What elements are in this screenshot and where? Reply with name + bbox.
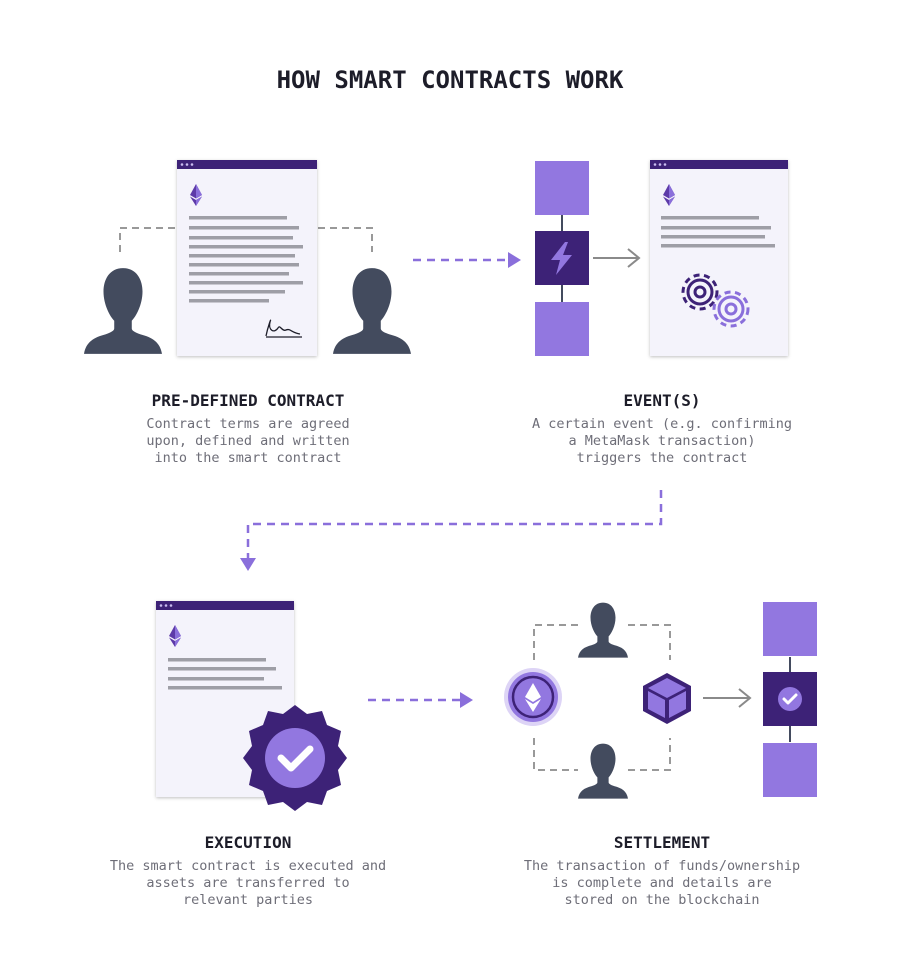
person-icon [333,268,411,354]
description-line: triggers the contract [576,450,748,466]
verified-badge-icon [243,705,347,811]
step-heading-execution: EXECUTION [204,833,292,852]
description-line: upon, defined and written [146,433,350,449]
description-line: relevant parties [182,892,314,908]
contract-text-lines [168,658,282,690]
connector-dashed [533,738,578,771]
step-description-events: A certain event (e.g. confirming a MetaM… [482,416,842,467]
step-heading-events: EVENT(S) [623,391,701,410]
ethereum-coin-icon [504,668,562,726]
step-events [535,160,788,356]
connector-dashed [628,624,671,660]
contract-text-lines [661,216,775,248]
check-icon [782,693,798,705]
step-pre-defined-contract [84,160,411,356]
blockchain-icon [535,161,589,356]
description-line: The smart contract is executed and [109,858,387,874]
arrow-dashed-right [413,252,521,268]
description-line: into the smart contract [154,450,342,466]
step-description-pre-defined-contract: Contract terms are agreed upon, defined … [68,416,428,467]
person-icon [84,268,162,354]
step-heading-settlement: SETTLEMENT [613,833,711,852]
description-line: is complete and details are [552,875,772,891]
connector-dashed [119,227,176,252]
step-description-execution: The smart contract is executed and asset… [68,858,428,909]
arrow-solid-right [593,248,641,268]
description-line: Contract terms are agreed [146,416,350,432]
step-description-settlement: The transaction of funds/ownership is co… [482,858,842,909]
step-execution [156,601,347,811]
description-line: stored on the blockchain [564,892,760,908]
arrow-dashed-right [368,692,473,708]
arrow-dashed-down [240,490,663,571]
step-heading-pre-defined-contract: PRE-DEFINED CONTRACT [151,391,345,410]
gears-icon [681,273,750,328]
connector-dashed [318,227,373,252]
connector-dashed [533,624,578,660]
connector-dashed [628,738,671,771]
description-line: A certain event (e.g. confirming [531,416,793,432]
lightning-icon [551,242,572,275]
person-icon [578,602,628,658]
person-icon [578,743,628,799]
page-title: HOW SMART CONTRACTS WORK [276,66,624,94]
signature-icon [265,319,302,338]
blockchain-check-icon [763,602,817,797]
description-line: a MetaMask transaction) [568,433,756,449]
description-line: The transaction of funds/ownership [523,858,801,874]
step-settlement [504,602,817,799]
description-line: assets are transferred to [146,875,350,891]
arrow-solid-right [703,688,752,708]
check-icon [277,745,314,772]
contract-text-lines [189,216,303,303]
cube-icon [643,673,691,724]
